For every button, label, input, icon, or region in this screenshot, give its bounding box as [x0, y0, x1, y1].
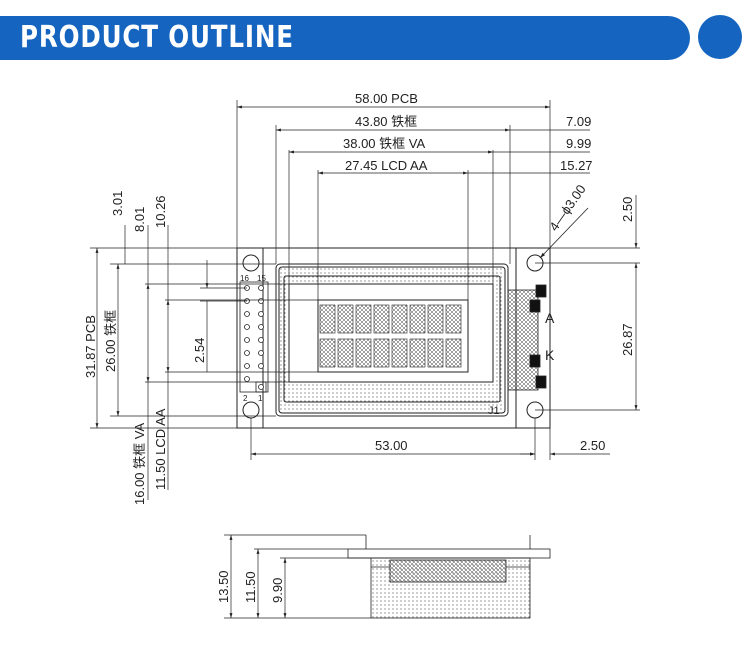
pin-pitch-dim: 2.54	[192, 338, 207, 363]
side-total-height-dim: 13.50	[216, 570, 231, 603]
right-offset-2: 9.99	[566, 136, 591, 151]
side-inner-height-dim: 9.90	[270, 578, 285, 603]
character-matrix	[319, 304, 462, 368]
offset-801-dim: 8.01	[132, 207, 147, 232]
top-dimension-lines	[237, 105, 590, 175]
mounting-hole	[242, 254, 260, 272]
right-offset-1: 7.09	[566, 114, 591, 129]
right-offset-3: 15.27	[560, 158, 593, 173]
pcb-height-dim: 31.87 PCB	[83, 315, 98, 378]
mounting-hole	[242, 401, 260, 419]
offset-1026-dim: 10.26	[153, 195, 168, 228]
header-decoration-circle	[698, 15, 742, 59]
hole-pitch-vertical-dim: 26.87	[620, 323, 635, 356]
aa-width-dim: 27.45 LCD AA	[345, 158, 428, 173]
cathode-label: K	[545, 347, 555, 363]
pin-1-label: 1	[258, 394, 263, 403]
side-extension-lines	[224, 534, 371, 619]
va-width-dim: 38.00 铁框 VA	[343, 136, 425, 151]
pin-16-label: 16	[240, 274, 249, 283]
offset-301-dim: 3.01	[110, 191, 125, 216]
pin-15-label: 15	[257, 274, 266, 283]
pcb-width-dim: 58.00 PCB	[355, 91, 418, 106]
hole-callout: 4—ϕ3.00	[546, 182, 589, 234]
backlight-terminals	[507, 284, 547, 391]
bottom-right-offset-dim: 2.50	[580, 438, 605, 453]
extension-lines	[90, 100, 640, 460]
side-view	[347, 535, 551, 619]
side-middle-height-dim: 11.50	[243, 571, 258, 603]
pin-2-label: 2	[243, 394, 248, 403]
anode-label: A	[545, 310, 555, 326]
aa-height-dim: 11.50 LCD AA	[153, 408, 168, 490]
j1-label: J1	[488, 405, 500, 417]
hole-spacing-dim: 53.00	[375, 438, 408, 453]
frame-width-dim: 43.80 铁框	[355, 114, 417, 129]
pin-header	[239, 281, 269, 393]
frame-height-dim: 26.00 铁框	[103, 310, 118, 372]
right-top-offset-dim: 2.50	[620, 197, 635, 222]
page-title: PRODUCT OUTLINE	[20, 20, 294, 55]
left-dimension-lines	[95, 225, 209, 500]
va-height-dim: 16.00 铁框 VA	[132, 423, 147, 505]
header-banner: PRODUCT OUTLINE	[0, 16, 690, 60]
